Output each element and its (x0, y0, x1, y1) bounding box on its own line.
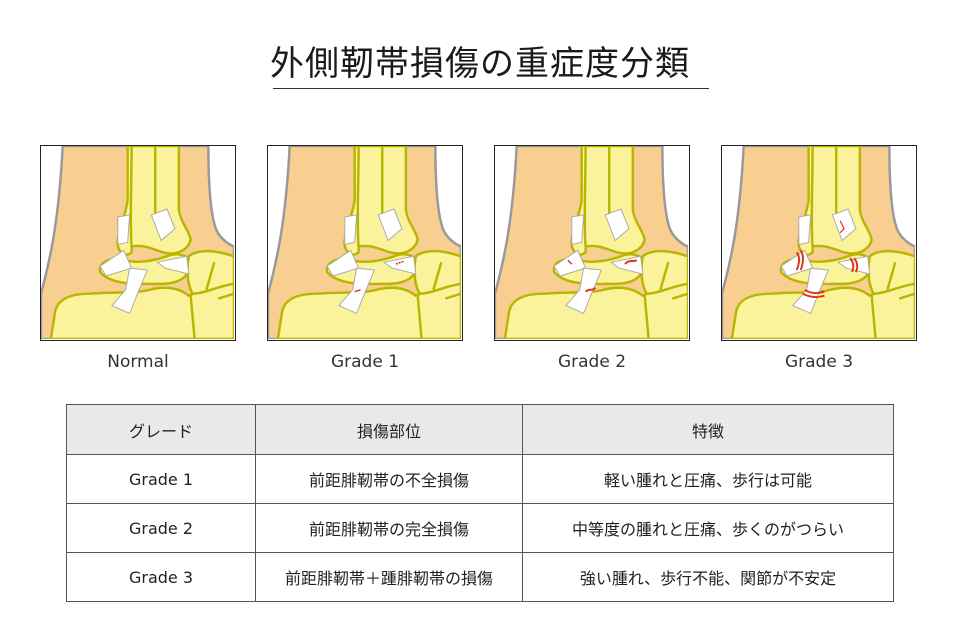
panel-label-grade-3: Grade 3 (784, 352, 854, 372)
cell-injury-site: 前距腓靭帯＋踵腓靭帯の損傷 (255, 552, 523, 602)
table-header-row: グレード 損傷部位 特徴 (66, 404, 894, 455)
cell-grade: Grade 2 (66, 503, 256, 553)
title-underline (273, 88, 709, 89)
header-grade: グレード (66, 404, 256, 455)
tear-mark-icon (354, 289, 361, 293)
cell-injury-site: 前距腓靭帯の完全損傷 (255, 503, 523, 553)
illustration-normal (40, 145, 236, 341)
table-row: Grade 2 前距腓靭帯の完全損傷 中等度の腫れと圧痛、歩くのがつらい (66, 503, 894, 553)
panel-label-grade-2: Grade 2 (557, 352, 627, 372)
illustration-grade-2 (494, 145, 690, 341)
table-row: Grade 1 前距腓靭帯の不全損傷 軽い腫れと圧痛、歩行は可能 (66, 454, 894, 504)
panel-label-grade-1: Grade 1 (330, 352, 400, 372)
illustration-grade-1 (267, 145, 463, 341)
illustration-grade-3 (721, 145, 917, 341)
cell-grade: Grade 1 (66, 454, 256, 504)
header-injury-site: 損傷部位 (255, 404, 523, 455)
cell-injury-site: 前距腓靭帯の不全損傷 (255, 454, 523, 504)
cell-grade: Grade 3 (66, 552, 256, 602)
page-title: 外側靭帯損傷の重症度分類 (270, 44, 690, 84)
cell-features: 中等度の腫れと圧痛、歩くのがつらい (522, 503, 894, 553)
severity-table: グレード 損傷部位 特徴 Grade 1 前距腓靭帯の不全損傷 軽い腫れと圧痛、… (66, 404, 894, 602)
cell-features: 軽い腫れと圧痛、歩行は可能 (522, 454, 894, 504)
table-row: Grade 3 前距腓靭帯＋踵腓靭帯の損傷 強い腫れ、歩行不能、関節が不安定 (66, 552, 894, 602)
panel-label-normal: Normal (107, 352, 169, 372)
cell-features: 強い腫れ、歩行不能、関節が不安定 (522, 552, 894, 602)
header-features: 特徴 (522, 404, 894, 455)
